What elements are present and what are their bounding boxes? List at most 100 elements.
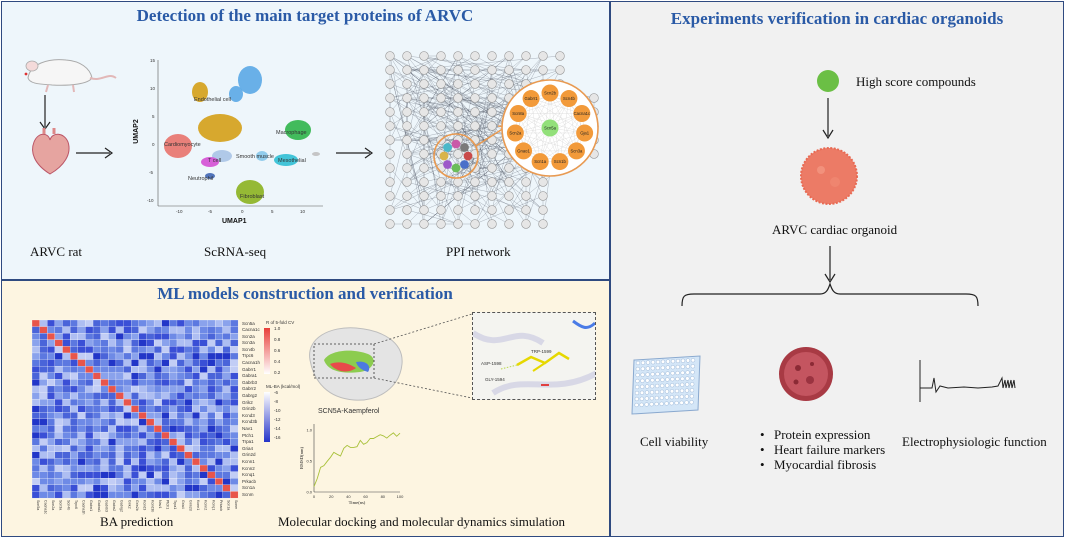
heatmap-cell: [85, 431, 94, 439]
heatmap-cell: [85, 366, 94, 373]
heatmap-cell: [47, 346, 56, 354]
plate-well: [679, 394, 684, 399]
heatmap-cell: [100, 346, 109, 354]
ppi-node: [504, 205, 514, 215]
ppi-node-label: Scn4b: [563, 96, 576, 101]
ppi-hub-node: [515, 142, 533, 160]
plate-well: [649, 402, 654, 407]
heatmap-cell: [92, 464, 101, 472]
plate-well: [645, 384, 650, 389]
ppi-node-label: Scn5a: [544, 126, 557, 131]
heatmap-cell: [131, 484, 140, 492]
heatmap-cell: [161, 319, 170, 327]
plate-well: [654, 401, 659, 407]
heatmap-cell: [138, 346, 147, 354]
heatmap-gene-label: Gabrg2: [242, 393, 258, 399]
heatmap-cell: [54, 491, 63, 499]
heatmap-cell: [92, 418, 101, 426]
heatmap-cell: [230, 398, 239, 406]
heatmap-cell: [62, 431, 71, 439]
heatmap-gene-label: Gabrr1: [242, 366, 257, 372]
heatmap-cell: [161, 478, 170, 486]
heatmap-cell: [161, 471, 170, 479]
heatmap-cell: [39, 366, 48, 373]
heatmap-cell: [85, 352, 94, 360]
heatmap-cell: [100, 431, 109, 439]
heatmap-cell: [230, 319, 239, 327]
heatmap-cell: [230, 379, 239, 387]
heatmap-cell: [70, 346, 79, 354]
plate-well: [654, 389, 660, 395]
heatmap-cell: [39, 346, 48, 354]
ppi-node: [385, 107, 395, 117]
heatmap-cell: [77, 438, 86, 446]
heatmap-cell: [176, 484, 185, 492]
heatmap-cell: [169, 359, 178, 367]
ppi-node: [385, 163, 395, 173]
heatmap-cell: [146, 451, 155, 459]
heatmap-cell: [31, 385, 40, 393]
heatmap-cell: [123, 319, 132, 327]
heatmap-cell: [153, 438, 162, 446]
heatmap-cell: [108, 405, 117, 413]
heatmap-cell: [92, 398, 101, 406]
heatmap-cell: [192, 478, 201, 486]
ppi-node: [487, 163, 497, 173]
heatmap-cell: [62, 366, 71, 373]
heatmap-cell: [199, 359, 208, 367]
heatmap-cell: [169, 385, 178, 393]
heatmap-cell: [70, 392, 79, 400]
heatmap-cell: [54, 484, 63, 492]
heatmap-cell: [39, 471, 48, 479]
plate-well: [660, 383, 665, 388]
ppi-label: PPI network: [446, 244, 511, 259]
heatmap-cell: [47, 418, 56, 426]
heatmap-cell: [123, 366, 132, 373]
heatmap-cell: [31, 478, 40, 486]
heatmap-cell: [62, 484, 71, 492]
heatmap-cell: [54, 359, 63, 367]
heatmap-cell: [161, 445, 170, 453]
heatmap-gene-xlabel: Grin2b: [135, 500, 139, 511]
ppi-node: [470, 107, 480, 117]
plate-well: [640, 384, 645, 389]
heatmap-cell: [199, 366, 208, 373]
heatmap-cell: [100, 366, 109, 373]
heatmap-cell: [31, 458, 40, 466]
heatmap-cell: [54, 431, 63, 439]
heatmap-cell: [192, 491, 201, 499]
plate-well: [659, 389, 665, 394]
plate-well: [660, 365, 665, 370]
heatmap-cell: [100, 372, 109, 380]
heatmap-cell: [214, 319, 223, 327]
ppi-node: [385, 205, 395, 215]
heatmap-cell: [169, 352, 178, 360]
heatmap-cell: [153, 478, 162, 486]
heatmap-cell: [146, 464, 155, 472]
heatmap-cell: [31, 451, 40, 459]
heatmap-cell: [100, 484, 109, 492]
heatmap-cell: [108, 438, 117, 446]
heatmap-cell: [77, 405, 86, 413]
heatmap-cell: [100, 425, 109, 433]
heatmap-cell: [123, 431, 132, 439]
ppi-node: [521, 205, 531, 215]
plate-well: [680, 382, 685, 387]
heatmap-cell: [131, 392, 140, 400]
heatmap-cell: [199, 333, 208, 341]
heatmap-cell: [100, 379, 109, 387]
heatmap-cell: [54, 458, 63, 466]
heatmap-cell: [108, 379, 117, 387]
rmsd-ylabel: RMSD(nm): [299, 447, 304, 469]
heatmap-cell: [153, 405, 162, 413]
heatmap-cell: [207, 346, 216, 354]
plate-well: [670, 383, 675, 388]
heatmap-cell: [176, 438, 185, 446]
heatmap-cell: [115, 412, 124, 420]
ppi-node: [419, 79, 429, 89]
plate-well: [650, 372, 655, 377]
heatmap-cell: [39, 412, 48, 420]
heatmap-cell: [39, 326, 48, 334]
heatmap-cell: [153, 418, 162, 426]
ppi-node: [504, 163, 514, 173]
